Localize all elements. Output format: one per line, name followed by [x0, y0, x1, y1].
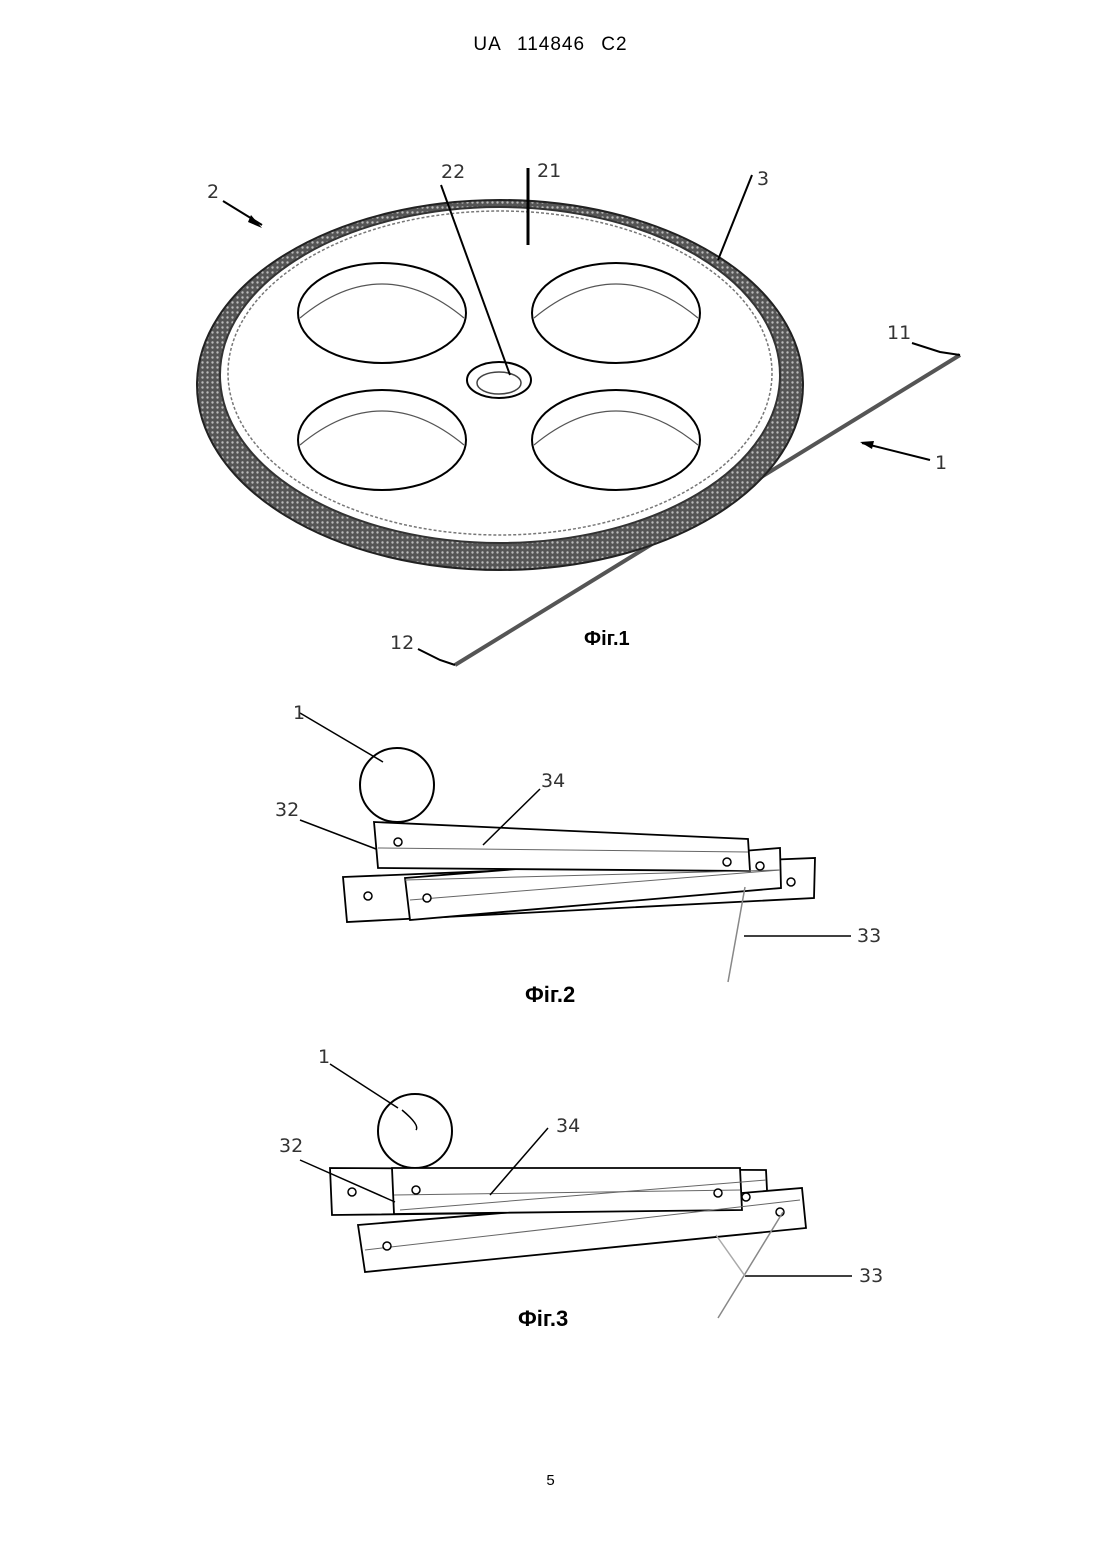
- fig2-ref-1: 1: [293, 702, 305, 724]
- fig1-ref-12: 12: [390, 632, 414, 654]
- fig1-ref-2: 2: [207, 181, 219, 203]
- fig2-caption: Фіг.2: [525, 982, 575, 1008]
- fig3-ref-1: 1: [318, 1046, 330, 1068]
- fig1-drawing: [197, 168, 960, 665]
- fig3-caption: Фіг.3: [518, 1306, 568, 1332]
- fig1-ref-1: 1: [935, 452, 947, 474]
- fig3-ref-33: 33: [859, 1265, 883, 1287]
- fig1-ref-21: 21: [537, 160, 561, 182]
- fig1-ref-3: 3: [757, 168, 769, 190]
- page-number: 5: [0, 1472, 1101, 1489]
- fig2-ref-32: 32: [275, 799, 299, 821]
- fig3-ref-34: 34: [556, 1115, 580, 1137]
- fig2-ref-34: 34: [541, 770, 565, 792]
- fig1-ref-22: 22: [441, 161, 465, 183]
- fig2-drawing: [300, 713, 851, 982]
- fig3-drawing: [300, 1064, 852, 1318]
- fig2-ref-33: 33: [857, 925, 881, 947]
- fig1-ref-11: 11: [887, 322, 911, 344]
- fig1-caption: Фіг.1: [584, 628, 630, 651]
- fig3-ref-32: 32: [279, 1135, 303, 1157]
